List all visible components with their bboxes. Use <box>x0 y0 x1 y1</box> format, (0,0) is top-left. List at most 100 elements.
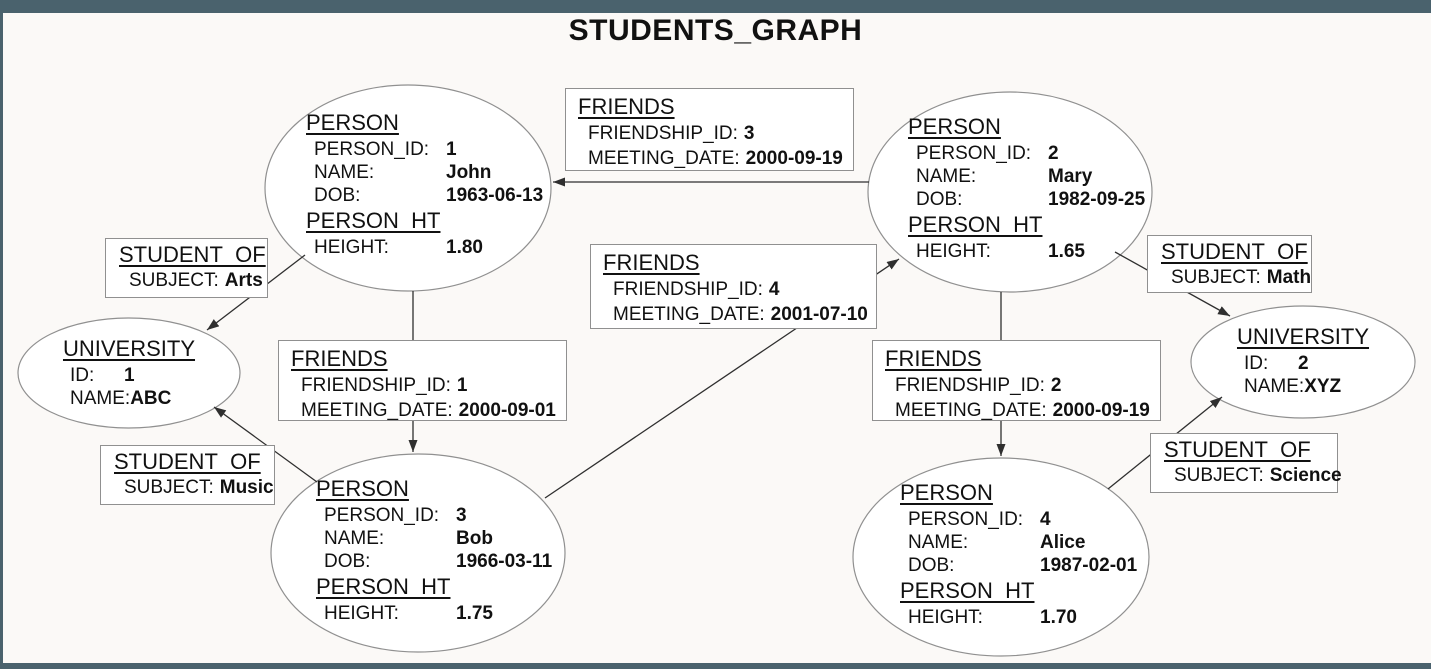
attribute-key: NAME: <box>314 162 375 183</box>
attribute-key: MEETING_DATE: <box>613 304 765 325</box>
attribute-row: SUBJECT:Arts <box>129 269 267 293</box>
attribute-value: Music <box>219 477 274 498</box>
university-node-ellipse-xyz <box>1190 305 1416 419</box>
attribute-key: HEIGHT: <box>324 603 399 624</box>
attribute-row: FRIENDSHIP_ID:3 <box>588 121 853 146</box>
attribute-value: 4 <box>768 279 780 300</box>
attribute-value: Bob <box>456 528 493 549</box>
attribute-row: FRIENDSHIP_ID:1 <box>301 373 566 398</box>
attribute-key: DOB: <box>916 189 963 210</box>
edge-student-of-music-bob-abc <box>213 406 318 483</box>
attribute-value: 3 <box>743 123 755 144</box>
attribute-row: NAME: Bob <box>324 527 552 550</box>
attribute-key: PERSON_ID: <box>916 143 1032 164</box>
attribute-key: PERSON_ID: <box>314 139 430 160</box>
person-node-ellipse-alice <box>852 457 1150 657</box>
attribute-key: SUBJECT: <box>1174 465 1264 486</box>
attribute-row: MEETING_DATE:2000-09-19 <box>895 398 1160 423</box>
attribute-key: HEIGHT: <box>908 607 983 628</box>
person-node-ellipse-bob <box>270 453 566 653</box>
attribute-row: PERSON_ID: 1 <box>314 138 543 161</box>
attribute-value: Math <box>1266 267 1312 288</box>
university-node-xyz: UNIVERSITY ID:2 NAME:XYZ <box>1208 324 1398 398</box>
attribute-row: FRIENDSHIP_ID:4 <box>613 277 876 302</box>
attribute-value: 2 <box>1048 143 1059 164</box>
attribute-key: ID: <box>1244 353 1269 374</box>
edge-type-label: STUDENT_OF <box>119 242 266 267</box>
node-type-label: PERSON_HT <box>908 212 1043 237</box>
attribute-value: Mary <box>1048 166 1093 187</box>
friends-edge-box-2: FRIENDS FRIENDSHIP_ID:2 MEETING_DATE:200… <box>872 340 1161 421</box>
friends-edge-box-3: FRIENDS FRIENDSHIP_ID:3 MEETING_DATE:200… <box>565 88 854 171</box>
attribute-key: NAME: <box>324 528 385 549</box>
attribute-key: NAME: <box>70 388 131 409</box>
attribute-row: NAME: Alice <box>908 531 1137 554</box>
attribute-row: NAME: John <box>314 161 543 184</box>
window-frame-left <box>0 13 3 669</box>
attribute-value: 1.80 <box>446 237 483 258</box>
attribute-value: Science <box>1269 465 1342 486</box>
person-node-ellipse-john <box>264 84 552 292</box>
attribute-value: 1987-02-01 <box>1040 555 1138 576</box>
attribute-key: NAME: <box>908 532 969 553</box>
attribute-key: MEETING_DATE: <box>895 400 1047 421</box>
person-node-ellipse-mary <box>867 91 1153 293</box>
edge-type-label: FRIENDS <box>885 346 982 371</box>
attribute-value: 1 <box>124 365 135 386</box>
attribute-value: 2 <box>1050 375 1062 396</box>
attribute-row: MEETING_DATE:2001-07-10 <box>613 302 876 327</box>
node-type-label: PERSON <box>908 114 1001 139</box>
attribute-row: PERSON_ID: 2 <box>916 142 1145 165</box>
attribute-value: 2000-09-19 <box>745 148 843 169</box>
edge-type-label: FRIENDS <box>603 250 700 275</box>
university-node-ellipse-abc <box>17 317 241 429</box>
attribute-value: John <box>446 162 492 183</box>
attribute-key: FRIENDSHIP_ID: <box>895 375 1045 396</box>
graph-title: STUDENTS_GRAPH <box>568 14 863 47</box>
attribute-value: 1.75 <box>456 603 493 624</box>
attribute-row: ID: 2 <box>1244 352 1398 375</box>
attribute-key: FRIENDSHIP_ID: <box>301 375 451 396</box>
student-of-edge-box-math: STUDENT_OF SUBJECT:Math <box>1147 235 1312 293</box>
edge-type-label: STUDENT_OF <box>1164 437 1311 462</box>
attribute-value: 1963-06-13 <box>446 185 544 206</box>
attribute-row: ID:1 <box>70 364 224 387</box>
edge-type-label: FRIENDS <box>578 94 675 119</box>
person-node-mary: PERSON PERSON_ID:2 NAME:Mary DOB:1982-09… <box>908 114 1145 263</box>
attribute-value: 2 <box>1298 353 1309 374</box>
student-of-edge-box-science: STUDENT_OF SUBJECT:Science <box>1150 433 1342 493</box>
edge-type-label: STUDENT_OF <box>114 449 261 474</box>
edge-type-label: FRIENDS <box>291 346 388 371</box>
attribute-value: 4 <box>1040 509 1051 530</box>
attribute-row: FRIENDSHIP_ID:2 <box>895 373 1160 398</box>
student-of-edge-box-music: STUDENT_OF SUBJECT:Music <box>100 445 275 505</box>
edge-type-label: STUDENT_OF <box>1161 239 1308 264</box>
attribute-value: 2000-09-01 <box>458 400 556 421</box>
attribute-key: PERSON_ID: <box>908 509 1024 530</box>
student-of-edge-box-arts: STUDENT_OF SUBJECT:Arts <box>105 238 268 298</box>
attribute-value: 2000-09-19 <box>1052 400 1150 421</box>
friends-edge-box-4: FRIENDS FRIENDSHIP_ID:4 MEETING_DATE:200… <box>590 244 877 329</box>
node-type-label: UNIVERSITY <box>1236 324 1370 349</box>
person-node-bob: PERSON PERSON_ID:3 NAME:Bob DOB:1966-03-… <box>316 476 552 625</box>
attribute-row: HEIGHT: 1.80 <box>314 236 543 259</box>
node-type-label: PERSON <box>900 480 993 505</box>
attribute-value: 1 <box>446 139 457 160</box>
attribute-row: HEIGHT: 1.70 <box>908 606 1137 629</box>
attribute-value: 1 <box>456 375 468 396</box>
attribute-row: PERSON_ID: 4 <box>908 508 1137 531</box>
window-frame-top <box>0 0 1431 13</box>
attribute-row: MEETING_DATE:2000-09-01 <box>301 398 566 423</box>
attribute-row: DOB: 1987-02-01 <box>908 554 1137 577</box>
attribute-value: 1966-03-11 <box>456 551 553 572</box>
attribute-row: DOB:1982-09-25 <box>916 188 1145 211</box>
attribute-value: 1.70 <box>1040 607 1077 628</box>
node-type-label: PERSON <box>316 476 409 501</box>
attribute-key: SUBJECT: <box>1171 267 1261 288</box>
attribute-key: HEIGHT: <box>314 237 389 258</box>
attribute-key: DOB: <box>908 555 955 576</box>
attribute-row: DOB:1966-03-11 <box>324 550 552 573</box>
node-type-label: PERSON_HT <box>306 208 441 233</box>
attribute-key: DOB: <box>314 185 361 206</box>
attribute-value: Alice <box>1040 532 1086 553</box>
